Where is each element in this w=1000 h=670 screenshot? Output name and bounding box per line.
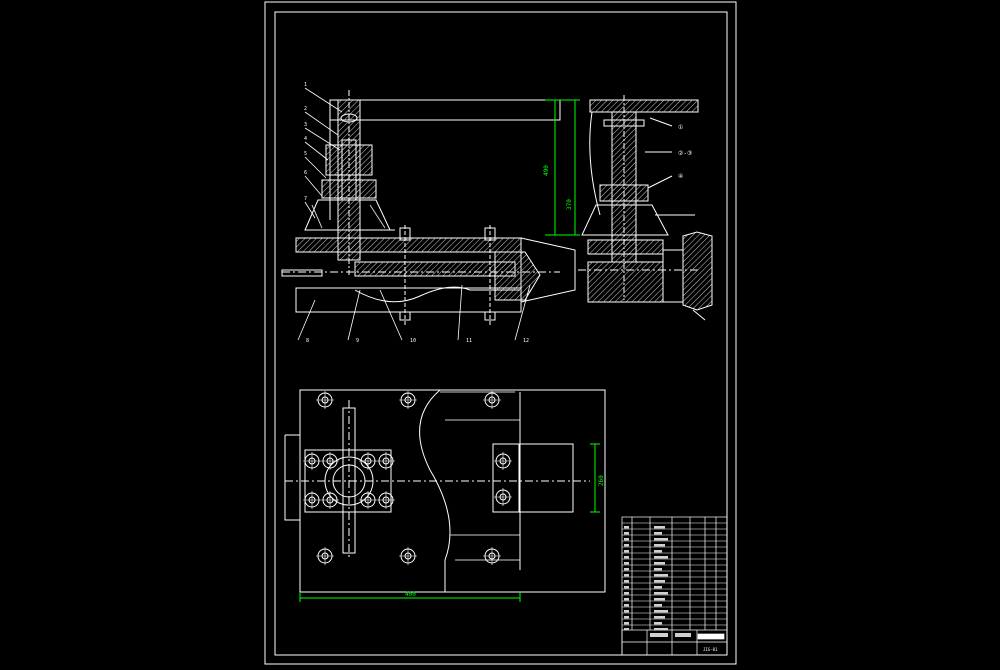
plan-base-outline — [299, 389, 606, 593]
dim-height-main: 490 — [543, 165, 550, 176]
callout-label: 6 — [304, 170, 307, 176]
callout-label: 10 — [410, 338, 416, 344]
drawing-number: JIG-01 — [703, 647, 718, 652]
clamp-jaw — [494, 251, 541, 301]
title-block — [621, 516, 728, 656]
callout-label: 4 — [304, 136, 307, 142]
callout-label: 1 — [304, 82, 307, 88]
handle-rod — [281, 269, 323, 277]
callout-label: 11 — [466, 338, 472, 344]
side-callout-label: ① — [678, 124, 683, 131]
side-flange — [603, 119, 645, 127]
sheet-outer-border — [264, 1, 737, 665]
plan-break-line — [419, 389, 451, 592]
front-section-view — [281, 87, 576, 341]
side-top-plate — [589, 99, 699, 113]
callout-label: 7 — [304, 196, 307, 202]
callout-label: 8 — [306, 338, 309, 344]
callout-label: 2 — [304, 106, 307, 112]
callout-label: 9 — [356, 338, 359, 344]
front-dimensions — [545, 99, 580, 236]
side-bracket — [581, 204, 669, 236]
side-base-plate — [587, 239, 664, 255]
top-plate — [329, 99, 561, 121]
plan-dimensions — [299, 443, 600, 602]
plan-view — [284, 389, 606, 593]
side-jaw — [662, 249, 684, 303]
side-callout-label: ②-③ — [678, 150, 692, 157]
slide-rail — [354, 261, 516, 277]
title-block-entries — [624, 526, 691, 637]
bushing — [325, 144, 373, 176]
callout-label: 12 — [523, 338, 529, 344]
side-section-view — [578, 95, 713, 321]
side-callouts: ① ②-③ ④ — [678, 124, 692, 180]
side-nut — [599, 184, 649, 202]
dim-height-inner: 370 — [566, 199, 573, 210]
callout-label: 5 — [304, 151, 307, 157]
plan-handle — [284, 434, 300, 521]
sheet-inner-border — [274, 11, 728, 656]
side-callout-label: ④ — [678, 173, 683, 180]
side-lower-block — [587, 261, 664, 303]
side-clamp-knob — [682, 231, 713, 311]
clamp-nut — [321, 179, 377, 199]
plan-bolts — [303, 391, 512, 565]
dim-plan-height: 260 — [598, 475, 605, 486]
dim-plan-width: 400 — [405, 591, 416, 598]
callout-label: 3 — [304, 122, 307, 128]
